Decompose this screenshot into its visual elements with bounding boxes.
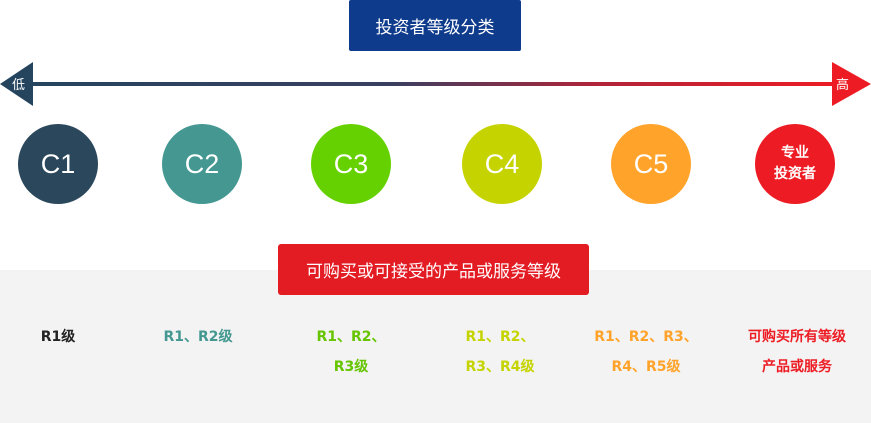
investor-c2-label: C2 (184, 148, 220, 179)
level-c1: R1级 (0, 322, 133, 352)
level-c4-line1: R1、R2、 (465, 329, 535, 345)
investor-c4-circle: C4 (462, 124, 542, 204)
level-c4: R1、R2、 R3、R4级 (425, 322, 575, 382)
investor-c3-label: C3 (333, 148, 369, 179)
professional-label-line2: 投资者 (774, 166, 816, 182)
scale-low-label: 低 (12, 78, 26, 93)
title-text: 投资者等级分类 (375, 18, 495, 38)
level-c3: R1、R2、 R3级 (276, 322, 426, 382)
level-c1-line1: R1级 (40, 329, 76, 345)
subtitle-banner: 可购买或可接受的产品或服务等级 (278, 244, 589, 295)
level-professional-line1: 可购买所有等级 (748, 329, 846, 345)
professional-label-line1: 专业 (781, 145, 809, 161)
level-c2-line1: R1、R2级 (163, 329, 233, 345)
title-banner: 投资者等级分类 (349, 0, 521, 51)
level-professional: 可购买所有等级 产品或服务 (722, 322, 871, 382)
investor-c2-circle: C2 (162, 124, 242, 204)
level-professional-line2: 产品或服务 (762, 359, 832, 375)
level-c3-line2: R3级 (333, 359, 369, 375)
level-c2: R1、R2级 (123, 322, 273, 352)
level-c3-line1: R1、R2、 (316, 329, 386, 345)
level-c5-line2: R4、R5级 (611, 359, 681, 375)
right-arrowhead (832, 62, 871, 106)
double-arrow-icon (0, 62, 871, 106)
levels-panel (0, 270, 871, 423)
investor-c4-label: C4 (484, 148, 520, 179)
professional-investor-circle: 专业 投资者 (755, 124, 835, 204)
investor-c5-circle: C5 (611, 124, 691, 204)
level-c5: R1、R2、R3、 R4、R5级 (571, 322, 721, 382)
level-c4-line2: R3、R4级 (465, 359, 535, 375)
risk-scale-arrow: 低 高 (0, 60, 871, 108)
level-c5-line1: R1、R2、R3、 (594, 329, 698, 345)
investor-c5-label: C5 (633, 148, 669, 179)
subtitle-text: 可购买或可接受的产品或服务等级 (306, 262, 561, 282)
investor-c1-circle: C1 (18, 124, 98, 204)
investor-c1-label: C1 (40, 148, 76, 179)
left-arrowhead (0, 62, 33, 106)
investor-c3-circle: C3 (311, 124, 391, 204)
scale-high-label: 高 (836, 78, 850, 93)
